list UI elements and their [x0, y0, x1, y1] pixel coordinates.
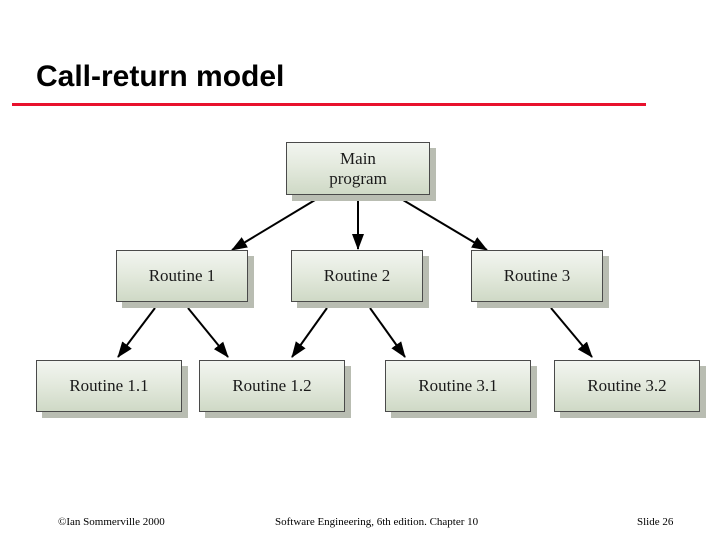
node-routine-1[interactable]: Routine 1: [116, 250, 248, 302]
node-label: Routine 3.1: [418, 376, 498, 396]
node-routine-3-1[interactable]: Routine 3.1: [385, 360, 531, 412]
node-label: Routine 1: [148, 266, 216, 286]
node-label: Routine 3: [503, 266, 571, 286]
edge-routine3-routine32: [550, 307, 593, 358]
page-title: Call-return model: [36, 60, 285, 93]
edge-routine1-routine11: [117, 307, 156, 358]
edge-main-routine3: [397, 196, 488, 251]
footer-copyright: ©Ian Sommerville 2000: [58, 516, 165, 528]
footer-slide-number: Slide 26: [637, 516, 674, 528]
node-routine-3-2[interactable]: Routine 3.2: [554, 360, 700, 412]
edge-routine2-routine31: [369, 307, 406, 358]
title-divider: [12, 103, 646, 106]
node-routine-3[interactable]: Routine 3: [471, 250, 603, 302]
node-routine-2[interactable]: Routine 2: [291, 250, 423, 302]
edge-routine2-routine12: [291, 307, 328, 358]
node-label: Routine 1.1: [69, 376, 149, 396]
node-routine-1-2[interactable]: Routine 1.2: [199, 360, 345, 412]
node-label: Routine 3.2: [587, 376, 667, 396]
node-label: Main program: [329, 149, 387, 188]
node-routine-1-1[interactable]: Routine 1.1: [36, 360, 182, 412]
footer-source: Software Engineering, 6th edition. Chapt…: [275, 516, 479, 528]
node-main-program[interactable]: Main program: [286, 142, 430, 195]
edge-main-routine1: [231, 196, 321, 251]
edge-routine1-routine12: [187, 307, 229, 358]
node-label: Routine 2: [323, 266, 391, 286]
node-label: Routine 1.2: [232, 376, 312, 396]
